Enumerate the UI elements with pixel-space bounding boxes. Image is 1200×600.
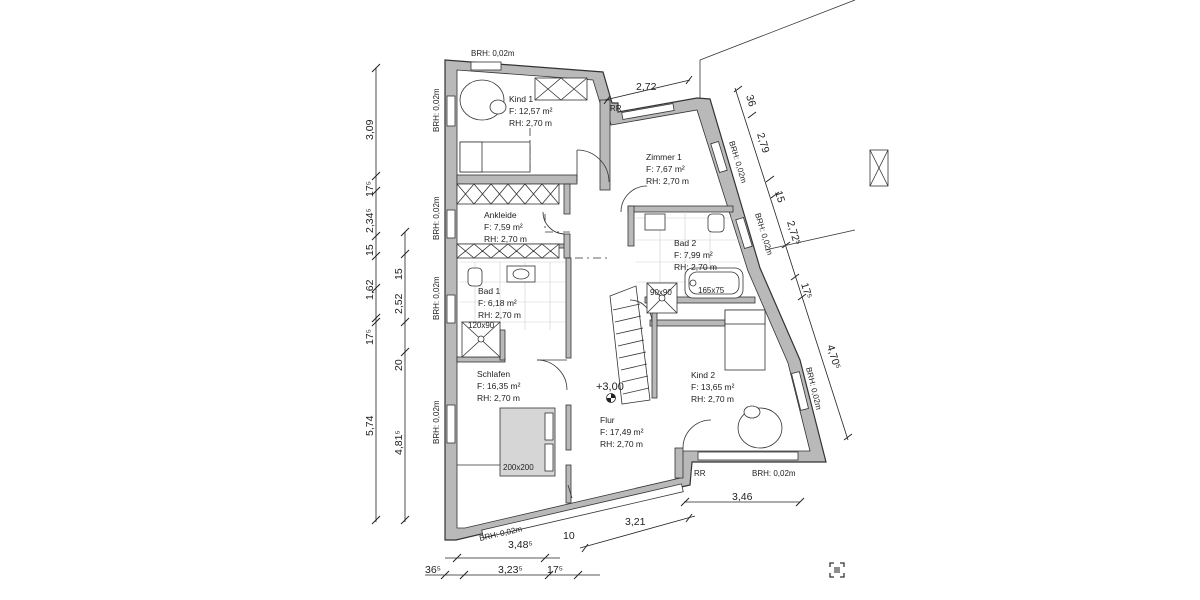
room-name: Kind 2: [691, 370, 715, 380]
dim-right-4: 2,72⁵: [784, 219, 803, 246]
dim-bottom2-3: 3,21: [625, 516, 646, 528]
room-height: RH: 2,70 m: [674, 262, 717, 272]
furniture-ankleide: [456, 183, 560, 259]
brh-label-schlafen: BRH: 0,02m: [432, 400, 441, 444]
dimension-texts: 3,09 17⁵ 2,34⁵ 15 1,62 17⁵ 5,74 15 2,52 …: [364, 81, 843, 576]
room-height: RH: 2,70 m: [600, 439, 643, 449]
dim-left-4: 15: [364, 244, 376, 256]
room-name: Zimmer 1: [646, 152, 682, 162]
rr-label-bottom: RR: [694, 469, 706, 478]
scan-icon[interactable]: [829, 562, 845, 578]
dim-left-3: 2,34⁵: [364, 208, 376, 233]
dim-bottom2-2: 10: [563, 530, 575, 542]
shower-size-bad1: 120x90: [468, 321, 495, 330]
furniture-bad1: [460, 261, 565, 358]
dim-right-3: 15: [772, 189, 787, 204]
room-name: Bad 1: [478, 286, 500, 296]
shower-size-bad2: 90x90: [650, 288, 672, 297]
dim-right-2: 2,79: [754, 131, 771, 154]
dim-right-bottom: 3,46: [732, 491, 753, 503]
room-bad2: Bad 2 F: 7,99 m² RH: 2,70 m: [674, 238, 717, 272]
room-bad1: Bad 1 F: 6,18 m² RH: 2,70 m: [478, 286, 521, 320]
room-height: RH: 2,70 m: [477, 393, 520, 403]
dim-bottom-1: 36⁵: [425, 564, 441, 576]
room-kind2: Kind 2 F: 13,65 m² RH: 2,70 m: [691, 370, 735, 404]
room-area: F: 13,65 m²: [691, 382, 735, 392]
room-area: F: 16,35 m²: [477, 381, 521, 391]
room-height: RH: 2,70 m: [646, 176, 689, 186]
rr-label-top: RR: [610, 104, 622, 113]
dim-bottom2-1: 3,48⁵: [508, 539, 533, 551]
room-schlafen: Schlafen F: 16,35 m² RH: 2,70 m: [477, 369, 521, 403]
brh-label-kind2-bottom: BRH: 0,02m: [752, 469, 796, 478]
room-height: RH: 2,70 m: [484, 234, 527, 244]
dimension-lines: [371, 0, 856, 580]
room-height: RH: 2,70 m: [691, 394, 734, 404]
dim-right-5: 17⁵: [798, 281, 814, 300]
radiators: [534, 77, 889, 187]
dim-top: 2,72: [636, 81, 657, 93]
room-ankleide: Ankleide F: 7,59 m² RH: 2,70 m: [484, 210, 527, 244]
room-area: F: 7,59 m²: [484, 222, 523, 232]
dim-right-1: 36: [743, 93, 758, 108]
stairs: [609, 285, 651, 405]
level-marker: [606, 393, 616, 403]
dim-right-6: 4,70⁵: [824, 343, 843, 370]
dim-left-1: 3,09: [364, 119, 376, 140]
room-name: Flur: [600, 415, 615, 425]
brh-label-kind1: BRH: 0,02m: [432, 88, 441, 132]
dim-inner-4: 4,81⁵: [393, 430, 405, 455]
room-zimmer1: Zimmer 1 F: 7,67 m² RH: 2,70 m: [646, 152, 689, 186]
dim-inner-2: 2,52: [393, 293, 405, 314]
dim-inner-1: 15: [393, 268, 405, 280]
furniture-schlafen: [457, 407, 556, 477]
brh-label-top: BRH: 0,02m: [471, 49, 515, 58]
brh-label-ankleide: BRH: 0,02m: [432, 196, 441, 240]
interior-walls: [456, 99, 756, 504]
dim-left-2: 17⁵: [364, 181, 376, 197]
dim-left-5: 1,62: [364, 279, 376, 300]
room-flur: Flur F: 17,49 m² RH: 2,70 m: [600, 415, 644, 449]
furniture-kind2: [724, 309, 783, 449]
furniture-bad2: [636, 212, 744, 314]
dim-inner-3: 20: [393, 359, 405, 371]
room-area: F: 6,18 m²: [478, 298, 517, 308]
level-label: +3,00: [596, 381, 624, 393]
windows: [446, 61, 809, 539]
room-name: Schlafen: [477, 369, 510, 379]
furniture-kind1: [459, 79, 531, 173]
dim-left-7: 5,74: [364, 415, 376, 436]
room-kind1: Kind 1 F: 12,57 m² RH: 2,70 m: [509, 94, 553, 128]
bed-size-label: 200x200: [503, 463, 534, 472]
room-height: RH: 2,70 m: [509, 118, 552, 128]
room-area: F: 7,67 m²: [646, 164, 685, 174]
room-name: Ankleide: [484, 210, 517, 220]
brh-label-bad2: BRH: 0,02m: [753, 212, 774, 257]
dim-bottom-3: 17⁵: [547, 564, 563, 576]
room-area: F: 7,99 m²: [674, 250, 713, 260]
room-name: Kind 1: [509, 94, 533, 104]
room-height: RH: 2,70 m: [478, 310, 521, 320]
room-name: Bad 2: [674, 238, 696, 248]
room-area: F: 12,57 m²: [509, 106, 553, 116]
bathtub-size: 165x75: [698, 286, 725, 295]
dim-left-6: 17⁵: [364, 329, 376, 345]
dim-bottom-2: 3,23⁵: [498, 564, 523, 576]
door-swings: [536, 149, 712, 499]
room-area: F: 17,49 m²: [600, 427, 644, 437]
brh-label-bad1: BRH: 0,02m: [432, 276, 441, 320]
